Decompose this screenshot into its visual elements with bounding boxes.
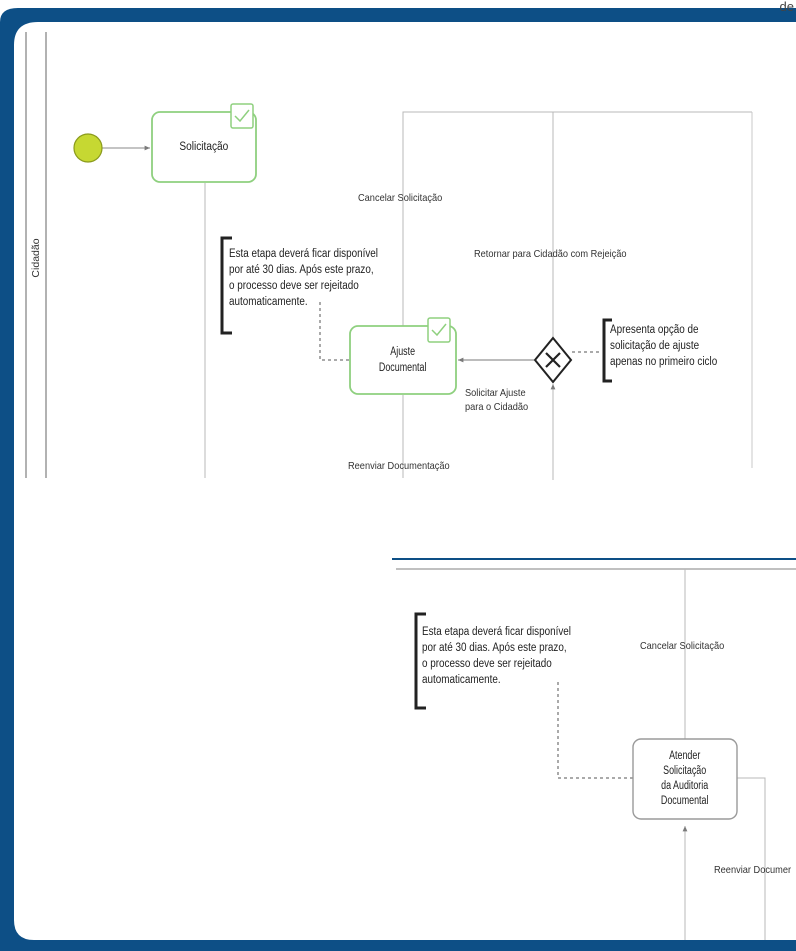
association-note-top [319,302,350,361]
note-prazo-top: Esta etapa deverá ficar disponível por a… [229,248,378,308]
task-solicitacao-label: Solicitação [179,141,229,153]
task-check-icon [230,103,254,129]
label-reenviar-bottom: Reenviar Documer [714,864,792,876]
start-event-icon[interactable] [73,133,103,163]
task-solicitacao-box[interactable] [151,111,257,183]
check-mark-icon [234,109,250,123]
note-bracket-bottom [414,612,426,710]
task-atender-box[interactable] [632,738,738,820]
bottom-panel-strip [392,932,796,940]
label-cancelar-bottom: Cancelar Solicitação [640,640,725,652]
task-atender-label: Atender Solicitação da Auditoria Documen… [661,750,709,807]
flow-cancelar-top [402,111,752,326]
label-reenviar-top: Reenviar Documentação [348,460,450,472]
note-bracket-gateway [602,318,612,383]
note-gateway: Apresenta opção de solicitação de ajuste… [610,324,718,368]
label-cancelar-top: Cancelar Solicitação [358,192,443,204]
note-bracket-top [220,236,232,335]
label-retornar: Retornar para Cidadão com Rejeição [474,248,627,260]
lane-label: Cidadão [30,238,42,278]
task-ajuste-box[interactable] [349,325,457,395]
label-solicitar-ajuste: Solicitar Ajuste para o Cidadão [465,387,529,413]
gateway-x-icon [545,352,561,368]
header-fragment: de [779,0,794,14]
top-panel-right [392,22,796,558]
flow-reenviar-bottom [737,777,766,940]
lower-left-panel [14,480,392,940]
note-prazo-bottom: Esta etapa deverá ficar disponível por a… [422,626,571,686]
check-mark-icon [431,323,447,337]
association-note-bottom [557,682,633,779]
task-check-icon [427,317,451,343]
